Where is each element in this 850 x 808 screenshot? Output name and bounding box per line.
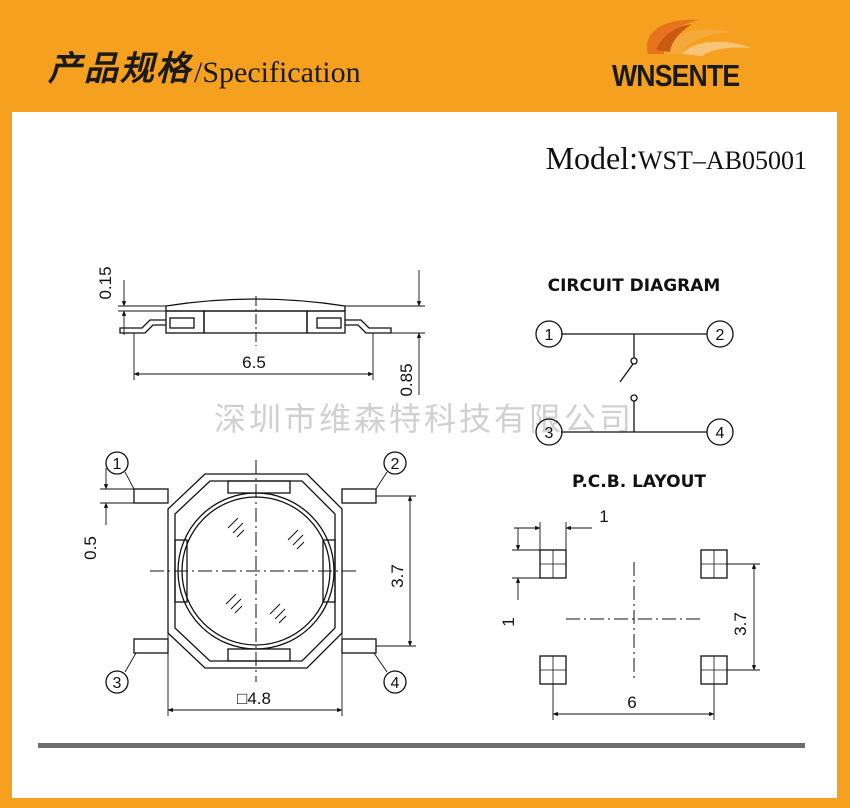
- dim-thickness: 0.15: [96, 266, 115, 299]
- circuit-diagram: [535, 320, 734, 446]
- title-chinese: 产品规格: [48, 49, 192, 89]
- dim-pad-height: 1: [499, 617, 518, 626]
- dim-width: 6.5: [242, 353, 266, 372]
- top-pin-2: 2: [391, 456, 400, 473]
- dim-pcb-pitch-v: 3.7: [731, 612, 750, 636]
- title-english: /Specification: [194, 56, 361, 89]
- top-pin-1: 1: [113, 456, 122, 473]
- bottom-rule: [38, 743, 805, 748]
- dim-height: 0.85: [397, 363, 416, 396]
- model-value: WST–AB05001: [638, 146, 807, 175]
- logo-text: WNSENTE: [612, 58, 740, 93]
- pcb-layout: [512, 522, 760, 720]
- circuit-title: CIRCUIT DIAGRAM: [548, 276, 721, 296]
- top-view: [100, 451, 416, 716]
- brand-logo: WNSENTE: [612, 10, 772, 100]
- header-title: 产品规格 /Specification: [48, 40, 361, 90]
- spec-panel: Model:WST–AB05001: [12, 112, 837, 798]
- top-pin-4: 4: [391, 675, 400, 692]
- circuit-pin-4: 4: [716, 425, 725, 442]
- dim-body: □4.8: [237, 689, 271, 708]
- dim-pad-width: 1: [599, 507, 608, 526]
- circuit-pin-2: 2: [716, 327, 725, 344]
- logo-flame-icon: [647, 19, 752, 56]
- pcb-title: P.C.B. LAYOUT: [572, 472, 706, 492]
- circuit-pin-3: 3: [545, 425, 554, 442]
- model-label: Model:: [545, 140, 638, 176]
- dim-lead: 0.5: [81, 536, 100, 560]
- dim-pcb-pitch-h: 6: [627, 693, 636, 712]
- side-view: [118, 270, 425, 395]
- dim-pitch: 3.7: [388, 564, 407, 588]
- top-pin-3: 3: [113, 675, 122, 692]
- circuit-pin-1: 1: [545, 327, 554, 344]
- model-line: Model:WST–AB05001: [546, 140, 807, 177]
